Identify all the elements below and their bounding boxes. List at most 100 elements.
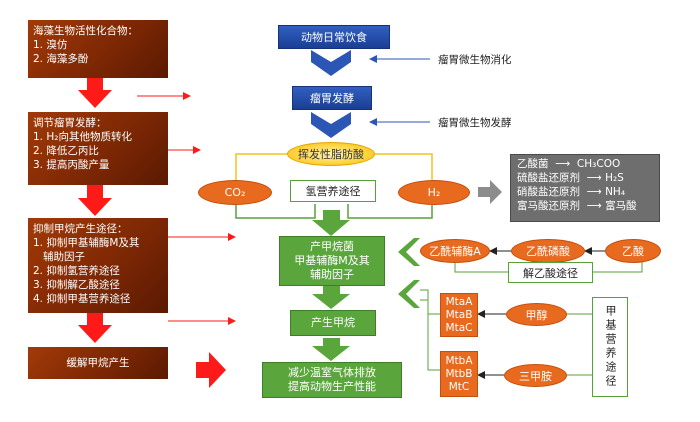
sink-row-1-left: 乙酸菌	[517, 158, 549, 170]
mitigate-methane-title: 缓解甲烷产生	[66, 357, 130, 369]
inhibit-item-4: 4. 抑制甲基营养途径	[33, 293, 131, 305]
h2-to-methanogen-line	[347, 204, 433, 219]
sink-row-3-left: 硝酸盐还原剂	[517, 186, 580, 198]
red-right-arrow	[196, 352, 226, 388]
sink-row-4: 富马酸还原剂 ⟶ 富马酸	[517, 199, 653, 213]
bioactive-compounds-title: 海藻生物活性化合物：	[33, 25, 138, 37]
sink-row-4-left: 富马酸还原剂	[517, 200, 580, 212]
green-down-arrow-1	[312, 210, 350, 236]
mta-to-methanogen-line	[420, 289, 440, 315]
regulate-item-2: 2. 降低乙丙比	[33, 145, 99, 157]
mtb-to-methanogen-line	[420, 299, 440, 371]
outcome-line-2: 提高动物生产性能	[288, 380, 376, 393]
bioactive-item-1: 1. 溴仿	[33, 39, 68, 51]
h2-ellipse: H₂	[398, 180, 470, 205]
blue-down-arrow-2	[311, 112, 351, 138]
methanol-ellipse: 甲醇	[506, 303, 567, 326]
mta-b: MtaB	[445, 308, 473, 321]
methanogen-line-2: 甲基辅酶M及其	[294, 254, 370, 267]
sink-row-1-right: CH₃COO	[576, 158, 621, 170]
inhibit-item-1b: 辅助因子	[33, 251, 86, 263]
sink-row-3: 硝酸盐还原剂 ⟶ NH₄	[517, 185, 653, 199]
h2-label: H₂	[427, 186, 441, 199]
inhibit-pathway-title: 抑制甲烷产生途径：	[33, 223, 128, 235]
mtb-b: MtbB	[445, 367, 473, 380]
acetate-path-bracket	[454, 262, 508, 273]
regulate-fermentation-title: 调节瘤胃发酵：	[33, 117, 107, 129]
acetyl-phosphate-label: 乙酰磷酸	[526, 245, 570, 258]
vfa-to-h2-line	[375, 153, 433, 180]
co2-label: CO₂	[224, 186, 246, 199]
acetic-acid-label: 乙酸	[622, 245, 644, 258]
inhibit-item-1: 1. 抑制甲基辅酶M及其	[33, 237, 140, 249]
right-arrow-icon: ⟶	[583, 172, 602, 184]
red-down-arrow-1	[78, 78, 112, 108]
acetate-path-bracket-right	[593, 262, 643, 273]
regulate-item-3: 3. 提高丙酸产量	[33, 159, 110, 171]
methane-production-box: 产生甲烷	[290, 310, 376, 336]
green-left-chevron-2	[398, 280, 420, 308]
vfa-to-co2-line	[235, 153, 287, 180]
acetate-path-box: 解乙酸途径	[508, 262, 593, 283]
mta-c: MtaC	[445, 321, 473, 334]
inhibit-pathway-box: 抑制甲烷产生途径： 1. 抑制甲基辅酶M及其 辅助因子 2. 抑制氢营养途径 3…	[28, 218, 168, 313]
sink-row-3-right: NH₄	[605, 186, 626, 198]
sink-row-2: 硫酸盐还原剂 ⟶ H₂S	[517, 171, 653, 185]
red-down-arrow-3	[78, 313, 112, 343]
rumen-fermentation-label: 瘤胃发酵	[310, 92, 354, 105]
hydrogen-path-label: 氢营养途径	[305, 185, 361, 198]
sink-row-2-right: H₂S	[605, 172, 624, 184]
gray-right-arrow	[478, 180, 502, 204]
sink-row-1: 乙酸菌 ⟶ CH₃COO	[517, 157, 653, 171]
fermentation-note: 瘤胃微生物发酵	[438, 117, 512, 129]
mtb-a: MtbA	[445, 354, 473, 367]
mtc: MtC	[448, 380, 470, 393]
inhibit-item-3: 3. 抑制解乙酸途径	[33, 279, 120, 291]
methyl-path-box: 甲基营养途径	[592, 297, 628, 397]
outcome-line-1: 减少温室气体排放	[288, 366, 376, 379]
vfa-ellipse: 挥发性脂肪酸	[287, 142, 375, 166]
green-down-arrow-3	[312, 338, 350, 361]
mta-box: MtaA MtaB MtaC	[440, 293, 478, 337]
acetic-acid-ellipse: 乙酸	[605, 239, 661, 263]
trimethylamine-ellipse: 三甲胺	[504, 364, 567, 387]
digestion-note: 瘤胃微生物消化	[438, 54, 512, 66]
right-arrow-icon: ⟶	[551, 158, 574, 170]
vfa-label: 挥发性脂肪酸	[298, 148, 364, 161]
mta-a: MtaA	[445, 295, 473, 308]
methyl-path-label: 甲基营养途径	[604, 305, 617, 389]
methanogen-line-1: 产甲烷菌	[310, 240, 354, 253]
sink-row-4-right: 富马酸	[605, 200, 637, 212]
rumen-fermentation-box: 瘤胃发酵	[292, 86, 372, 110]
regulate-item-1: 1. H₂向其他物质转化	[33, 131, 132, 143]
trimethylamine-label: 三甲胺	[519, 369, 552, 383]
daily-diet-box: 动物日常饮食	[278, 25, 390, 49]
hydrogen-path-box: 氢营养途径	[290, 180, 376, 202]
daily-diet-label: 动物日常饮食	[301, 31, 367, 44]
mitigate-methane-box: 缓解甲烷产生	[28, 347, 168, 379]
mtb-box: MtbA MtbB MtC	[440, 351, 478, 397]
acetyl-coa-label: 乙酰辅酶A	[429, 245, 481, 258]
methanogen-line-3: 辅助因子	[310, 268, 354, 281]
right-arrow-icon: ⟶	[583, 200, 602, 212]
sink-row-2-left: 硫酸盐还原剂	[517, 172, 580, 184]
right-arrow-icon: ⟶	[583, 186, 602, 198]
green-down-arrow-2	[312, 286, 350, 309]
red-down-arrow-2	[78, 185, 112, 216]
blue-down-arrow-1	[311, 50, 351, 76]
bioactive-compounds-box: 海藻生物活性化合物： 1. 溴仿 2. 海藻多酚	[28, 20, 168, 78]
outcome-box: 减少温室气体排放 提高动物生产性能	[262, 362, 402, 398]
co2-to-methanogen-line	[235, 204, 316, 219]
regulate-fermentation-box: 调节瘤胃发酵： 1. H₂向其他物质转化 2. 降低乙丙比 3. 提高丙酸产量	[28, 112, 168, 185]
hydrogen-sink-box: 乙酸菌 ⟶ CH₃COO 硫酸盐还原剂 ⟶ H₂S 硝酸盐还原剂 ⟶ NH₄ 富…	[510, 154, 660, 222]
inhibit-item-2: 2. 抑制氢营养途径	[33, 265, 120, 277]
co2-ellipse: CO₂	[198, 180, 272, 205]
acetate-path-label: 解乙酸途径	[523, 266, 578, 280]
acetyl-phosphate-ellipse: 乙酰磷酸	[511, 239, 585, 263]
bioactive-item-2: 2. 海藻多酚	[33, 53, 89, 65]
methane-production-label: 产生甲烷	[311, 316, 355, 329]
methanogen-box: 产甲烷菌 甲基辅酶M及其 辅助因子	[279, 236, 385, 286]
green-left-chevron-1	[398, 238, 420, 266]
acetyl-coa-ellipse: 乙酰辅酶A	[420, 239, 490, 263]
